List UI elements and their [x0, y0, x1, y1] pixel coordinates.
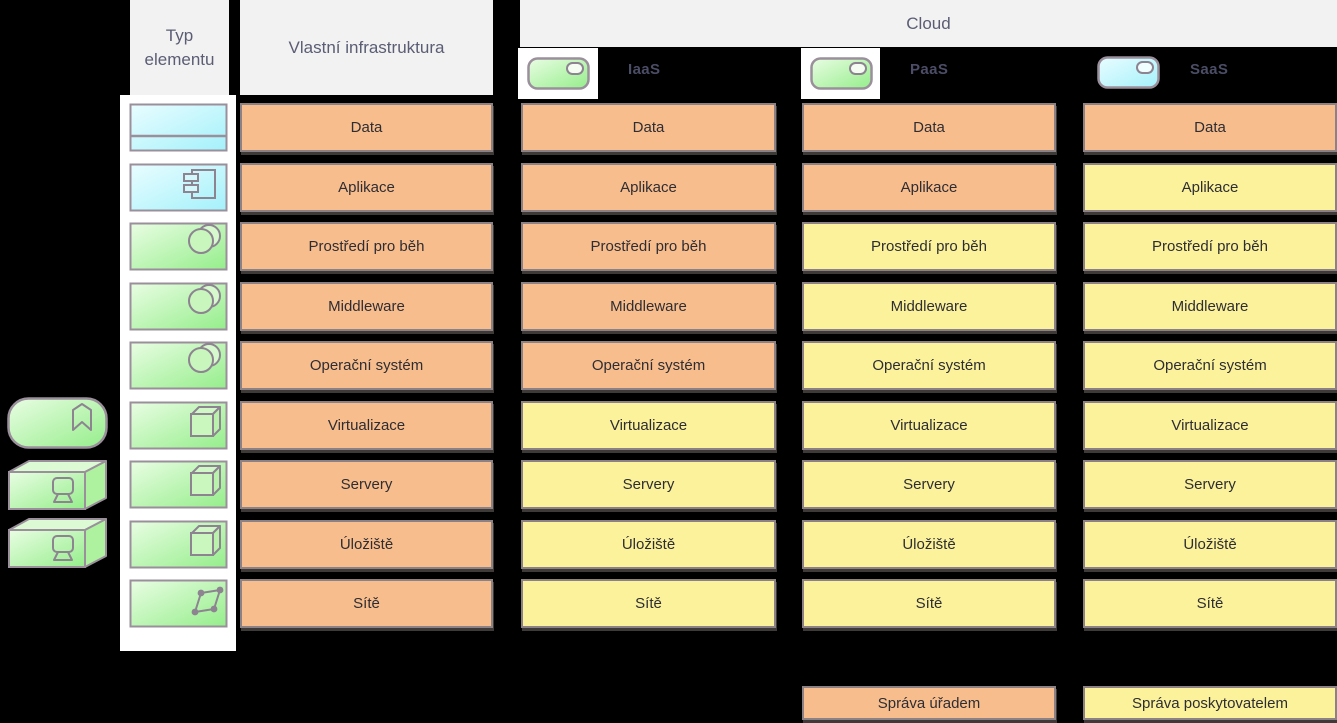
application-component-icon: [129, 163, 228, 212]
cloud-header: Cloud: [520, 0, 1337, 47]
element-type-header: Typ elementu: [130, 0, 229, 95]
grid-cell-iaas-row2: Aplikace: [521, 163, 776, 212]
grid-cell-own-row1: Data: [240, 103, 493, 152]
grid-cell-paas-row5: Operační systém: [802, 341, 1056, 390]
node-rounded-icon: [1097, 56, 1160, 89]
grid-cell-own-row3: Prostředí pro běh: [240, 222, 493, 271]
system-software-icon: [129, 282, 228, 331]
node-rounded-icon: [527, 57, 590, 90]
grid-cell-saas-row9: Sítě: [1083, 579, 1337, 628]
communication-network-icon: [129, 579, 228, 628]
grid-cell-own-row8: Úložiště: [240, 520, 493, 569]
grid-cell-own-row5: Operační systém: [240, 341, 493, 390]
service-model-label-iaas: IaaS: [628, 61, 661, 78]
grid-cell-iaas-row9: Sítě: [521, 579, 776, 628]
grid-cell-paas-row6: Virtualizace: [802, 401, 1056, 450]
node-rounded-icon: [810, 57, 873, 90]
grid-cell-paas-row9: Sítě: [802, 579, 1056, 628]
grid-cell-paas-row7: Servery: [802, 460, 1056, 509]
service-model-label-saas: SaaS: [1190, 61, 1229, 78]
grid-cell-saas-row3: Prostředí pro běh: [1083, 222, 1337, 271]
grid-cell-saas-row7: Servery: [1083, 460, 1337, 509]
system-software-icon: [129, 222, 228, 271]
grid-cell-paas-row8: Úložiště: [802, 520, 1056, 569]
device-icon: [7, 517, 108, 569]
grid-cell-iaas-row8: Úložiště: [521, 520, 776, 569]
node-icon: [129, 460, 228, 509]
grid-cell-iaas-row5: Operační systém: [521, 341, 776, 390]
grid-cell-paas-row2: Aplikace: [802, 163, 1056, 212]
grid-cell-paas-row4: Middleware: [802, 282, 1056, 331]
service-model-label-paas: PaaS: [910, 61, 949, 78]
data-object-icon: [129, 103, 228, 152]
grid-cell-own-row7: Servery: [240, 460, 493, 509]
grid-cell-iaas-row3: Prostředí pro běh: [521, 222, 776, 271]
grid-cell-own-row6: Virtualizace: [240, 401, 493, 450]
grid-cell-own-row2: Aplikace: [240, 163, 493, 212]
grid-cell-saas-row1: Data: [1083, 103, 1337, 152]
grid-cell-paas-row1: Data: [802, 103, 1056, 152]
system-software-icon: [129, 341, 228, 390]
grid-cell-iaas-row4: Middleware: [521, 282, 776, 331]
grid-cell-saas-row2: Aplikace: [1083, 163, 1337, 212]
device-icon: [7, 459, 108, 511]
node-icon: [129, 401, 228, 450]
grid-cell-saas-row4: Middleware: [1083, 282, 1337, 331]
node-icon: [129, 520, 228, 569]
grid-cell-own-row4: Middleware: [240, 282, 493, 331]
grid-cell-saas-row8: Úložiště: [1083, 520, 1337, 569]
own-infrastructure-header: Vlastní infrastruktura: [240, 0, 493, 95]
grid-cell-paas-row3: Prostředí pro běh: [802, 222, 1056, 271]
grid-cell-iaas-row7: Servery: [521, 460, 776, 509]
grid-cell-saas-row5: Operační systém: [1083, 341, 1337, 390]
grid-cell-iaas-row1: Data: [521, 103, 776, 152]
grid-cell-iaas-row6: Virtualizace: [521, 401, 776, 450]
legend-item-managed-by-provider: Správa poskytovatelem: [1083, 686, 1337, 720]
grid-cell-saas-row6: Virtualizace: [1083, 401, 1337, 450]
grid-cell-own-row9: Sítě: [240, 579, 493, 628]
legend-item-managed-by-authority: Správa úřadem: [802, 686, 1056, 720]
rounded-node-bookmark-icon: [7, 397, 108, 449]
